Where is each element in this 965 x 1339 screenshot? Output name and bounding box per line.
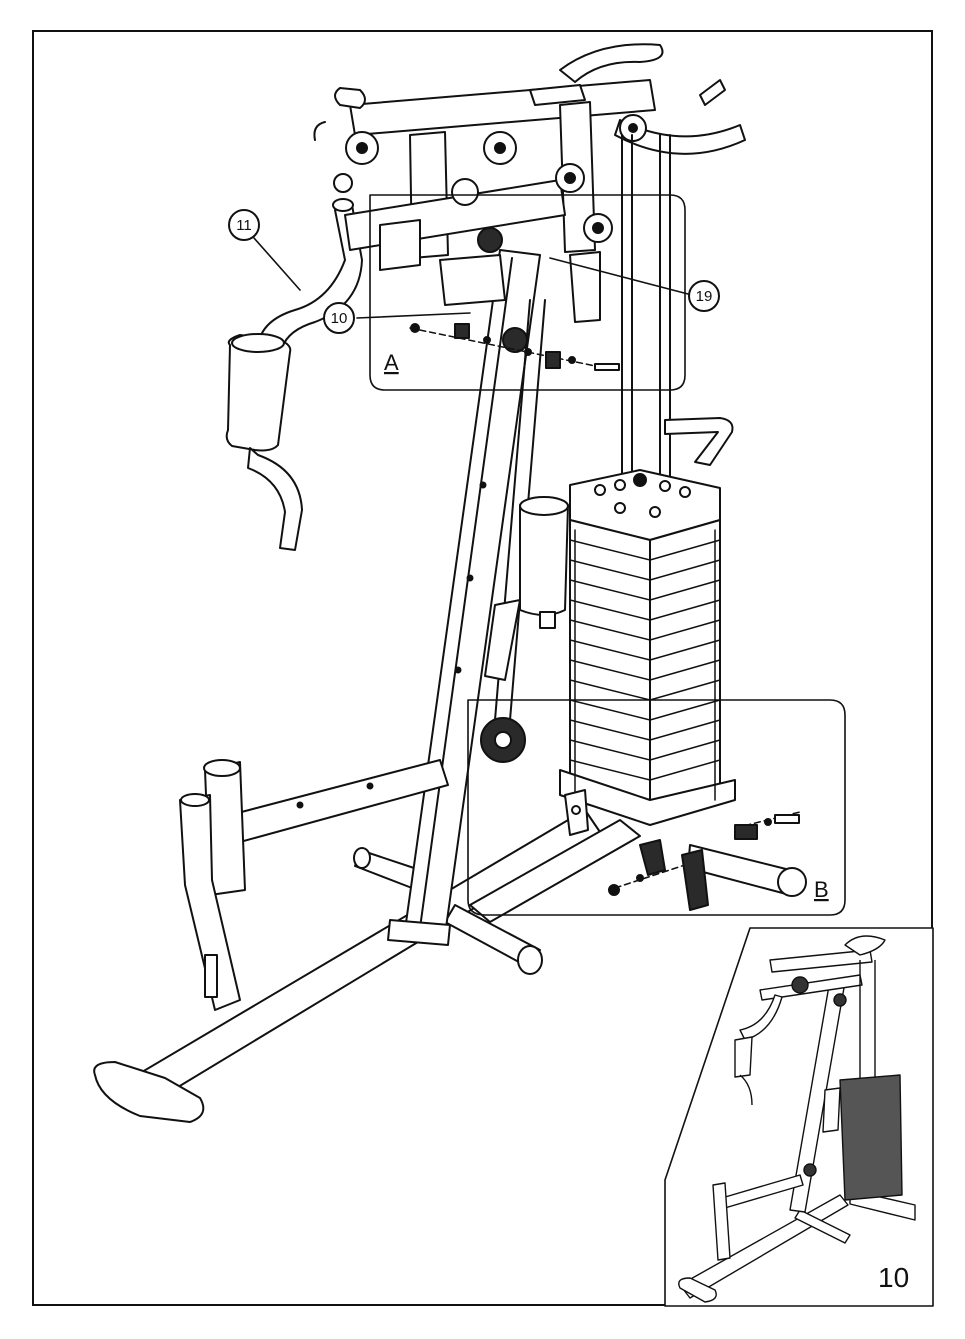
weight-plate-lines: [569, 529, 721, 801]
detail-b-label: B: [814, 877, 829, 902]
callout-leaders: [253, 237, 689, 319]
leg-developer: [179, 759, 449, 1011]
base-frame: [93, 809, 807, 1123]
detail-a-box: [369, 194, 686, 391]
callout-11: 11: [228, 209, 260, 241]
callout-19-label: 19: [696, 288, 713, 305]
guide-rods: [621, 134, 734, 481]
page-number: 10: [878, 1262, 910, 1293]
detail-a-label: A: [384, 350, 399, 375]
callout-10-label: 10: [331, 310, 348, 327]
callout-19: 19: [688, 280, 720, 312]
page-frame: [32, 30, 933, 1306]
callout-10: 10: [323, 302, 355, 334]
top-frame: [313, 43, 746, 323]
main-upright: [387, 249, 541, 946]
detail-b-box: [467, 699, 846, 916]
callout-11-label: 11: [236, 217, 252, 234]
cable-system: [480, 299, 569, 763]
weight-stack: [559, 469, 736, 826]
overview-inset: [664, 927, 934, 1307]
